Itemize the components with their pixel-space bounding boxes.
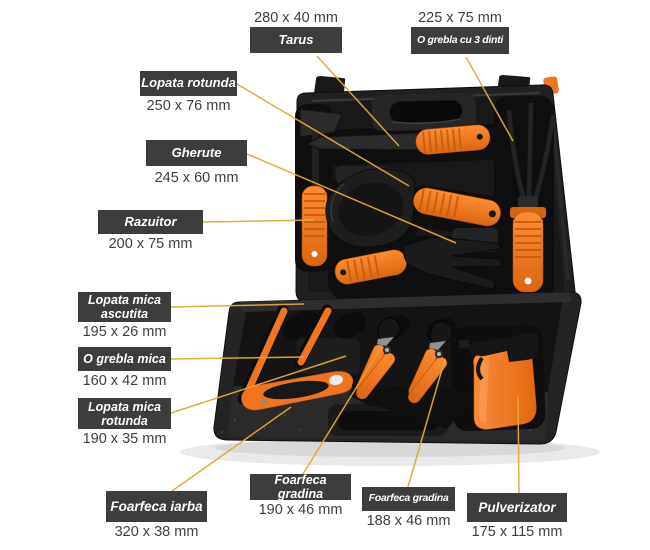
- dimension-text: 245 x 60 mm: [154, 170, 239, 186]
- dimension-text: 188 x 46 mm: [366, 513, 451, 529]
- dimension-text: 195 x 26 mm: [82, 324, 167, 340]
- annotation-small-sharp-trowel: Lopata mica ascutita 195 x 26 mm: [78, 292, 171, 341]
- leader-trowel: [236, 83, 410, 187]
- dimension-text: 160 x 42 mm: [82, 373, 167, 389]
- label-tag: Foarfeca gradina: [250, 473, 351, 501]
- leader-small-trowel-sharp: [170, 303, 305, 308]
- label-tag: Lopata mica rotunda: [78, 398, 171, 429]
- label-tag: Pulverizator: [467, 493, 567, 522]
- leader-scraper: [202, 219, 315, 223]
- case-bottom-tray: [213, 291, 582, 445]
- dimension-text: 225 x 75 mm: [418, 10, 502, 26]
- leader-pruner-2: [407, 358, 446, 488]
- scraper-tool: [299, 108, 343, 267]
- annotation-pruner-2: Foarfeca gradina 188 x 46 mm: [362, 487, 455, 530]
- annotation-hand-fork: Gherute 245 x 60 mm: [146, 140, 247, 187]
- leader-sprayer: [517, 395, 520, 494]
- leader-pruner-1: [302, 345, 383, 475]
- annotation-pruner-1: Foarfeca gradina 190 x 46 mm: [250, 473, 351, 519]
- leader-rake: [465, 56, 514, 142]
- case-top-lid: [295, 75, 576, 304]
- label-tag: Foarfeca gradina: [362, 487, 455, 511]
- dimension-text: 250 x 76 mm: [146, 98, 231, 114]
- dimension-text: 190 x 46 mm: [258, 502, 343, 518]
- label-tag: Gherute: [146, 140, 247, 166]
- annotation-small-rake: O grebla mica 160 x 42 mm: [78, 347, 171, 390]
- label-tag: Razuitor: [98, 210, 203, 234]
- leader-lines: [170, 55, 520, 494]
- annotation-round-trowel: Lopata rotunda 250 x 76 mm: [140, 71, 237, 115]
- label-tag: Lopata rotunda: [140, 71, 237, 96]
- annotation-sprayer: Pulverizator 175 x 115 mm: [467, 493, 567, 541]
- leader-tarus: [316, 55, 400, 147]
- label-tag: O grebla mica: [78, 347, 171, 371]
- annotation-small-round-trowel: Lopata mica rotunda 190 x 35 mm: [78, 398, 171, 448]
- trowel-tool: [325, 168, 501, 248]
- dibber-tool: [305, 124, 491, 155]
- leader-hand-fork: [246, 153, 457, 244]
- leader-small-rake: [170, 356, 305, 360]
- label-tag: O grebla cu 3 dinti: [411, 27, 509, 54]
- case-handle-cutout: [371, 92, 477, 132]
- dimension-text: 320 x 38 mm: [114, 524, 199, 540]
- dimension-text: 190 x 35 mm: [82, 431, 167, 447]
- sprayer-tool: [458, 332, 540, 430]
- annotation-grass-shears: Foarfeca iarba 320 x 38 mm: [106, 491, 207, 541]
- annotation-tarus: 280 x 40 mm Tarus: [250, 8, 342, 53]
- leader-grass-shears: [171, 406, 292, 492]
- hand-fork-tool: [334, 236, 503, 290]
- label-tag: Foarfeca iarba: [106, 491, 207, 522]
- label-tag: Tarus: [250, 27, 342, 53]
- annotation-rake-3-teeth: 225 x 75 mm O grebla cu 3 dinti: [411, 8, 509, 54]
- leader-small-trowel-round: [170, 355, 347, 414]
- label-tag: Lopata mica ascutita: [78, 292, 171, 322]
- rake-tool: [506, 102, 556, 293]
- latch-left: [314, 76, 346, 93]
- annotation-scraper: Razuitor 200 x 75 mm: [98, 210, 203, 253]
- dimension-text: 200 x 75 mm: [108, 236, 193, 252]
- dimension-text: 280 x 40 mm: [254, 10, 338, 26]
- dimension-text: 175 x 115 mm: [471, 524, 563, 540]
